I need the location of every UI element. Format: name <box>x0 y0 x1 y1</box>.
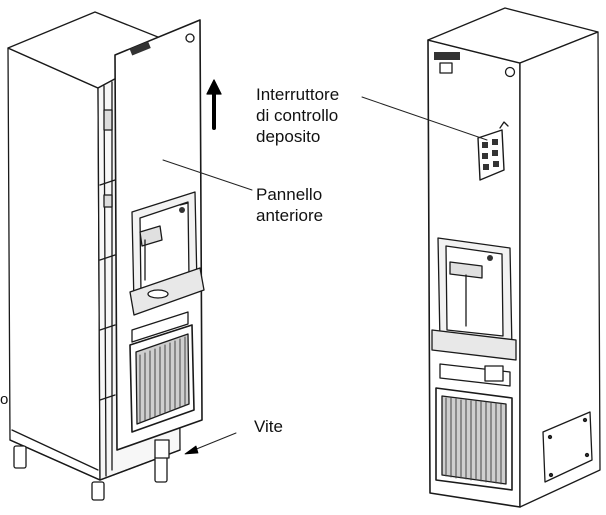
bin-control-switch-label-line-2: di controllo <box>256 106 339 125</box>
right-unit-grille <box>446 398 501 484</box>
bin-control-switch-label-line-1: Interruttore <box>256 85 340 104</box>
screw-label: Vite <box>254 417 283 436</box>
front-panel-grille <box>140 337 185 422</box>
edge-text-fragment: o <box>0 391 9 408</box>
up-arrow-icon <box>207 80 221 128</box>
front-panel-label: Pannello anteriore <box>256 184 323 226</box>
bin-control-switch-label-line-3: deposito <box>256 127 321 146</box>
front-panel-label-line-2: anteriore <box>256 206 324 225</box>
front-panel-leader <box>163 160 252 190</box>
bin-control-switch <box>478 122 508 180</box>
bin-control-switch-label: Interruttore di controllo deposito <box>256 84 339 147</box>
bin-control-switch-leader <box>362 97 487 140</box>
screw-leader <box>185 433 236 454</box>
front-panel-label-line-1: Pannello <box>256 185 323 204</box>
right-unit-cabinet <box>428 8 600 507</box>
left-unit-legs <box>14 440 169 500</box>
